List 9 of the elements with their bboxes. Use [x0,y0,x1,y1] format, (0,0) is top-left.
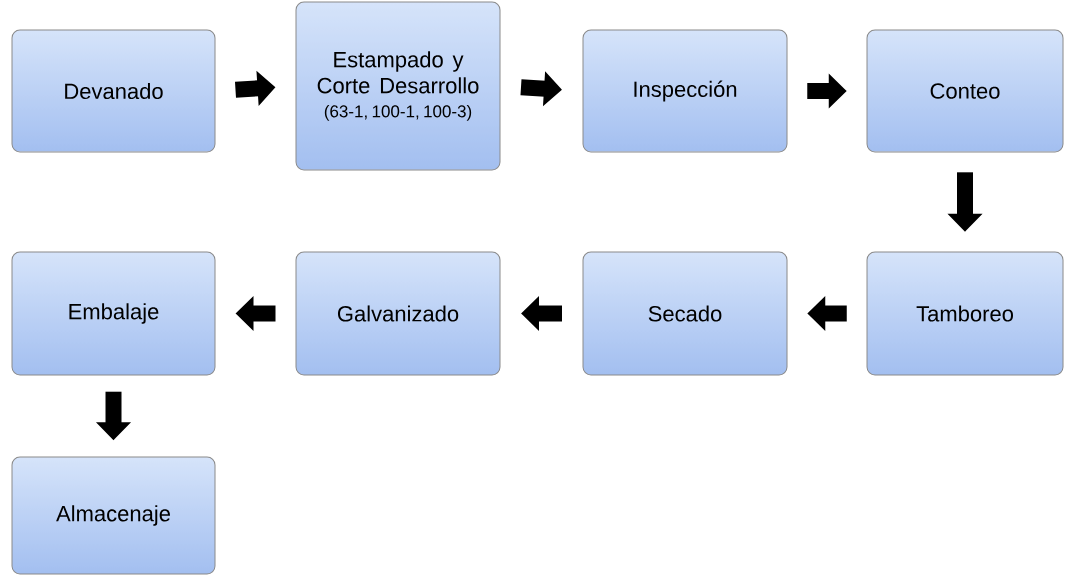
process-box: Conteo [866,29,1064,153]
process-box: Secado [582,251,788,376]
process-box: Galvanizado [295,251,501,376]
process-box: Estampado y Corte Desarrollo (63-1, 100-1, 100-3) [295,1,501,171]
process-box: Devanado [11,29,216,153]
process-box: Embalaje [11,251,216,376]
process-box: Almacenaje [11,456,216,575]
process-box: Inspección [582,29,788,153]
process-box: Tamboreo [866,251,1064,376]
